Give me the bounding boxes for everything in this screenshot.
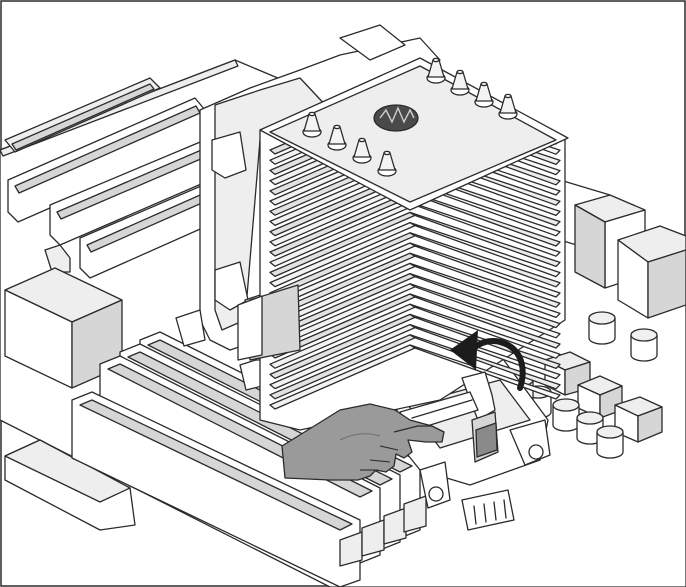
cooler-logo-icon [373,104,419,132]
capacitor [588,311,616,345]
heatsink-fin [409,293,561,349]
heatsink-fin [409,272,561,329]
pcie-slot [4,77,161,153]
heatpipe-tip [450,69,470,96]
heatpipe-tip [377,150,397,177]
heatpipe-tip [426,57,446,84]
heatsink-fin [409,221,561,278]
vrm-components [544,179,686,443]
heatsink-fin [409,211,561,268]
curved-arrow-icon [450,330,526,391]
ram-slot [71,391,361,587]
capacitor [630,328,658,362]
heatpipe-tip [474,81,494,108]
heatsink-fin [409,252,561,308]
heatpipe-tips [302,57,518,177]
heatpipe-tip [302,111,322,138]
heatpipe-tip [498,93,518,120]
heatpipe-tip [352,137,372,164]
hand-icon [281,403,445,481]
ram-slot-latches [339,495,427,567]
io-headers [4,439,136,531]
heatsink-fin [409,283,561,339]
pcie-slots [4,77,226,279]
heatsink-fin [409,242,561,298]
fan-header [461,489,515,531]
heatsink-fin [409,262,561,319]
capacitor [596,425,624,459]
capacitor [552,398,580,432]
heatpipe-tip [327,124,347,151]
heatsink-fin [409,232,561,288]
heatsink-fin [409,303,561,359]
